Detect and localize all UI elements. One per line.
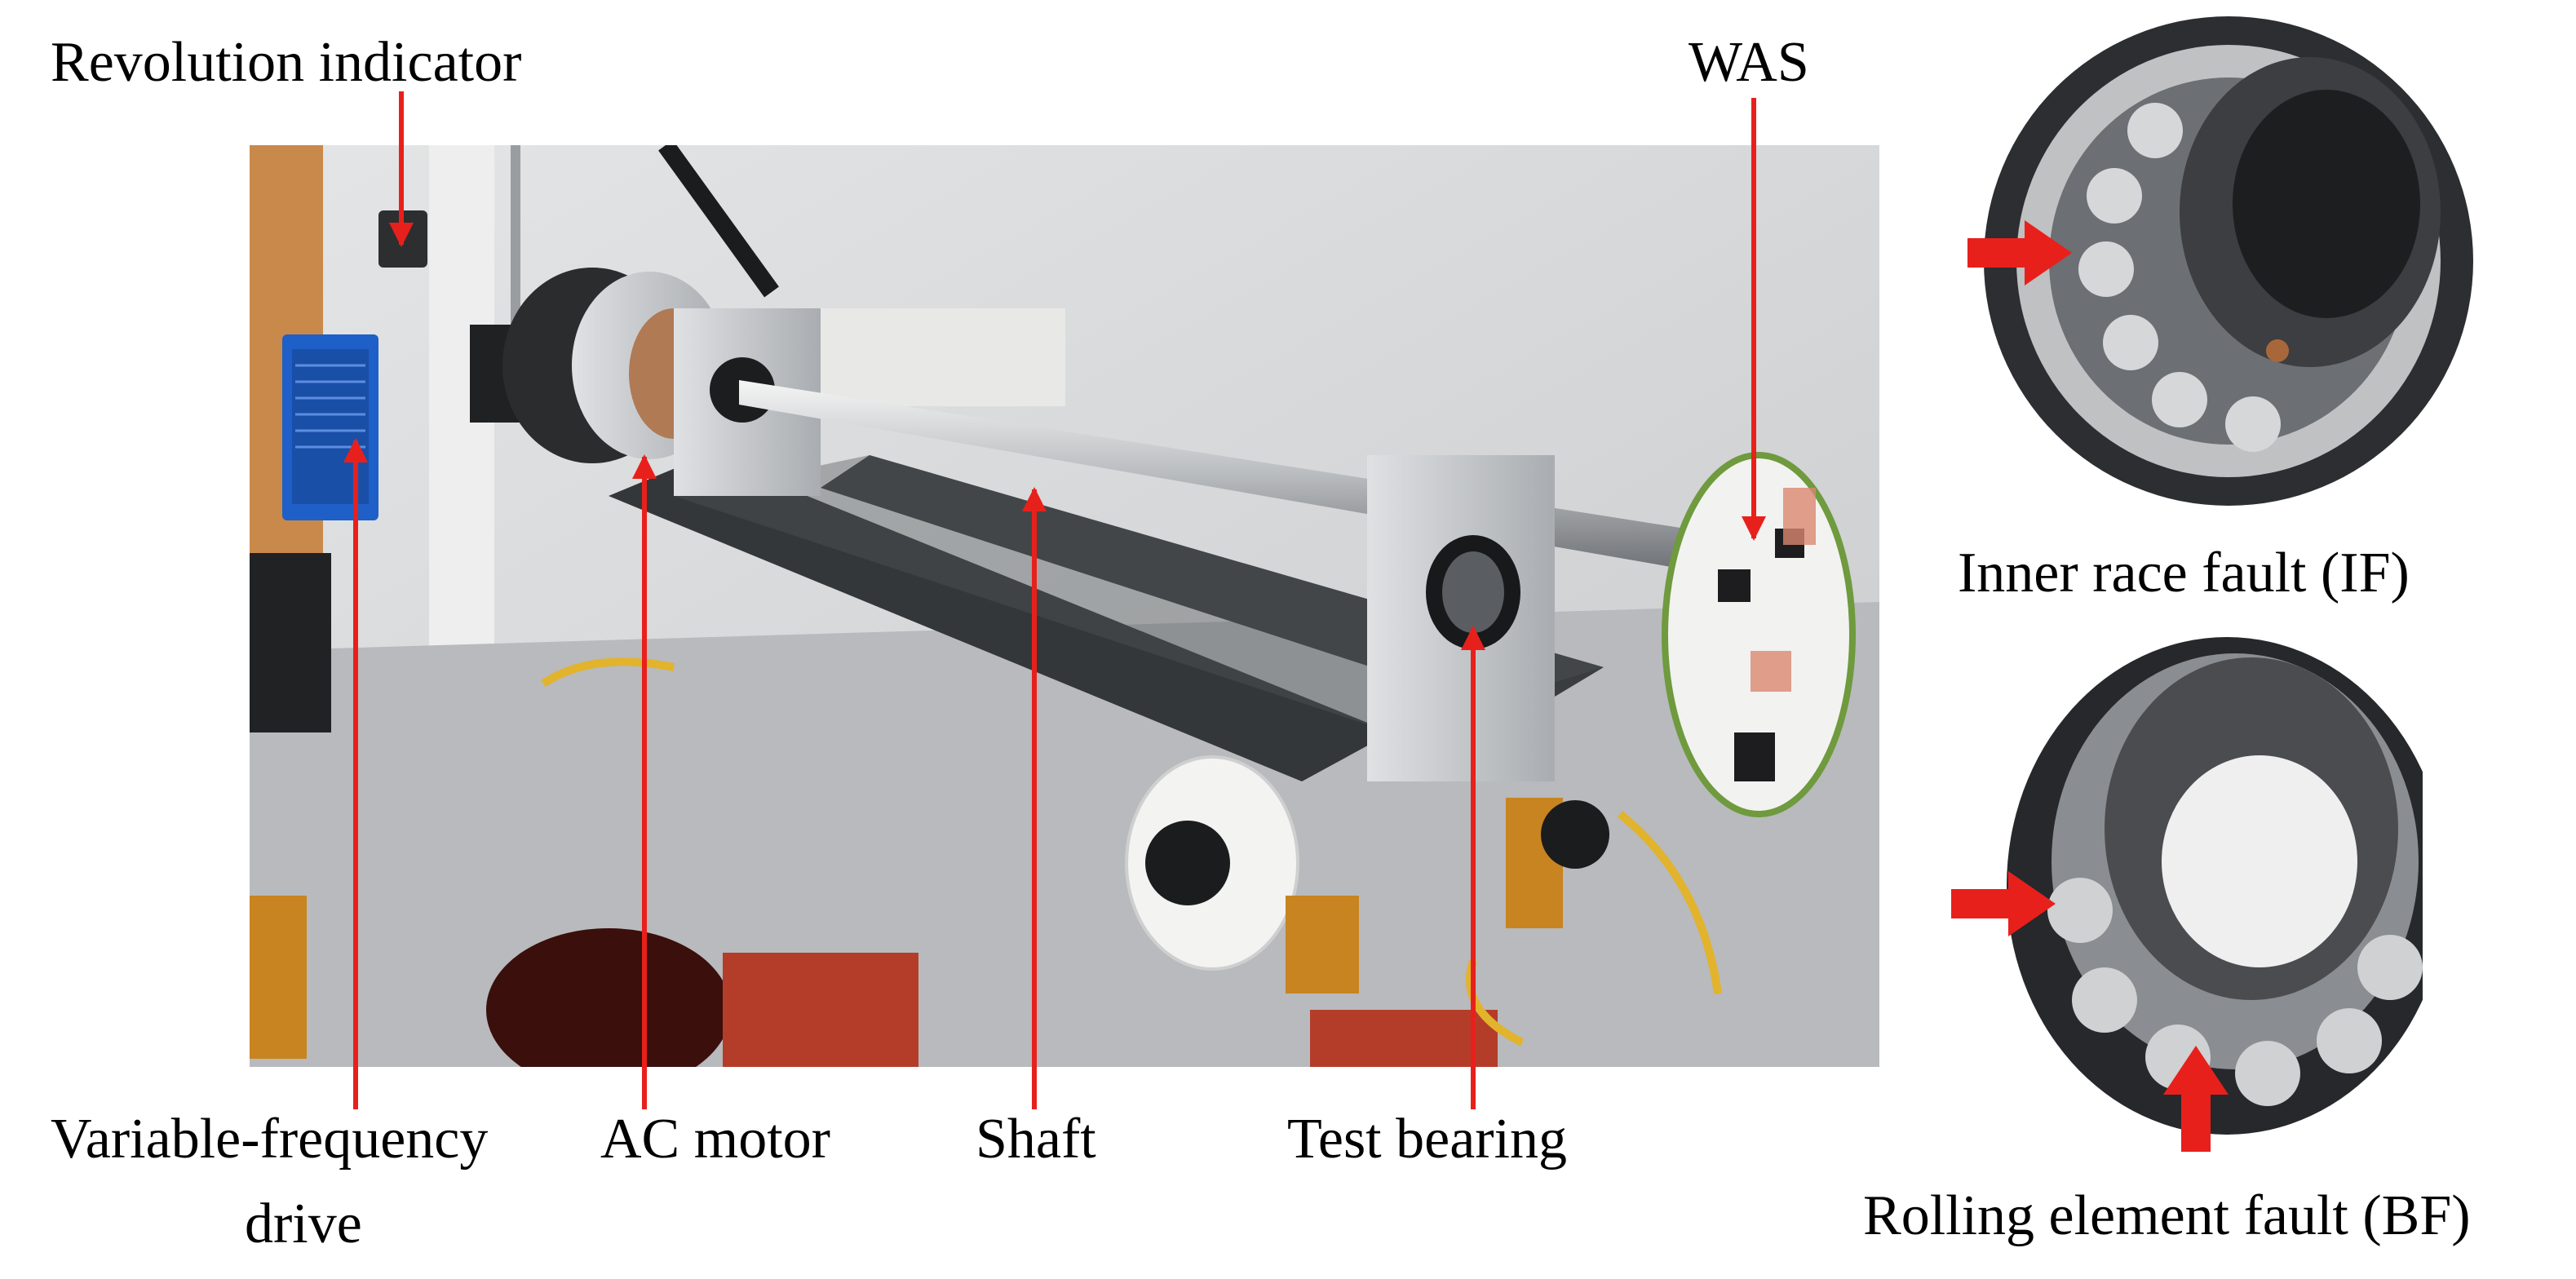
test-rig-photo: [250, 145, 1879, 1067]
was-sensor-photo: [1662, 452, 1856, 817]
rolling-element-fault-photo: [1990, 617, 2423, 1135]
test-bearing-photo: [1367, 455, 1555, 781]
inner-race-fault-arrow: [1967, 220, 2072, 285]
inner-race-fault-caption: Inner race fault (IF): [1958, 542, 2410, 604]
ac-motor-label: AC motor: [600, 1108, 830, 1171]
was-label: WAS: [1689, 31, 1809, 94]
shaft-label: Shaft: [976, 1108, 1096, 1171]
rolling-element-fault-caption: Rolling element fault (BF): [1863, 1184, 2471, 1247]
revolution-indicator-label: Revolution indicator: [51, 31, 522, 94]
rolling-element-fault-arrow-up: [2163, 1046, 2229, 1152]
vfd-label-line2: drive: [245, 1193, 362, 1255]
test-bearing-label: Test bearing: [1287, 1108, 1568, 1171]
vfd-label-line1: Variable-frequency: [51, 1108, 489, 1171]
rolling-element-fault-arrow-left: [1951, 871, 2056, 936]
